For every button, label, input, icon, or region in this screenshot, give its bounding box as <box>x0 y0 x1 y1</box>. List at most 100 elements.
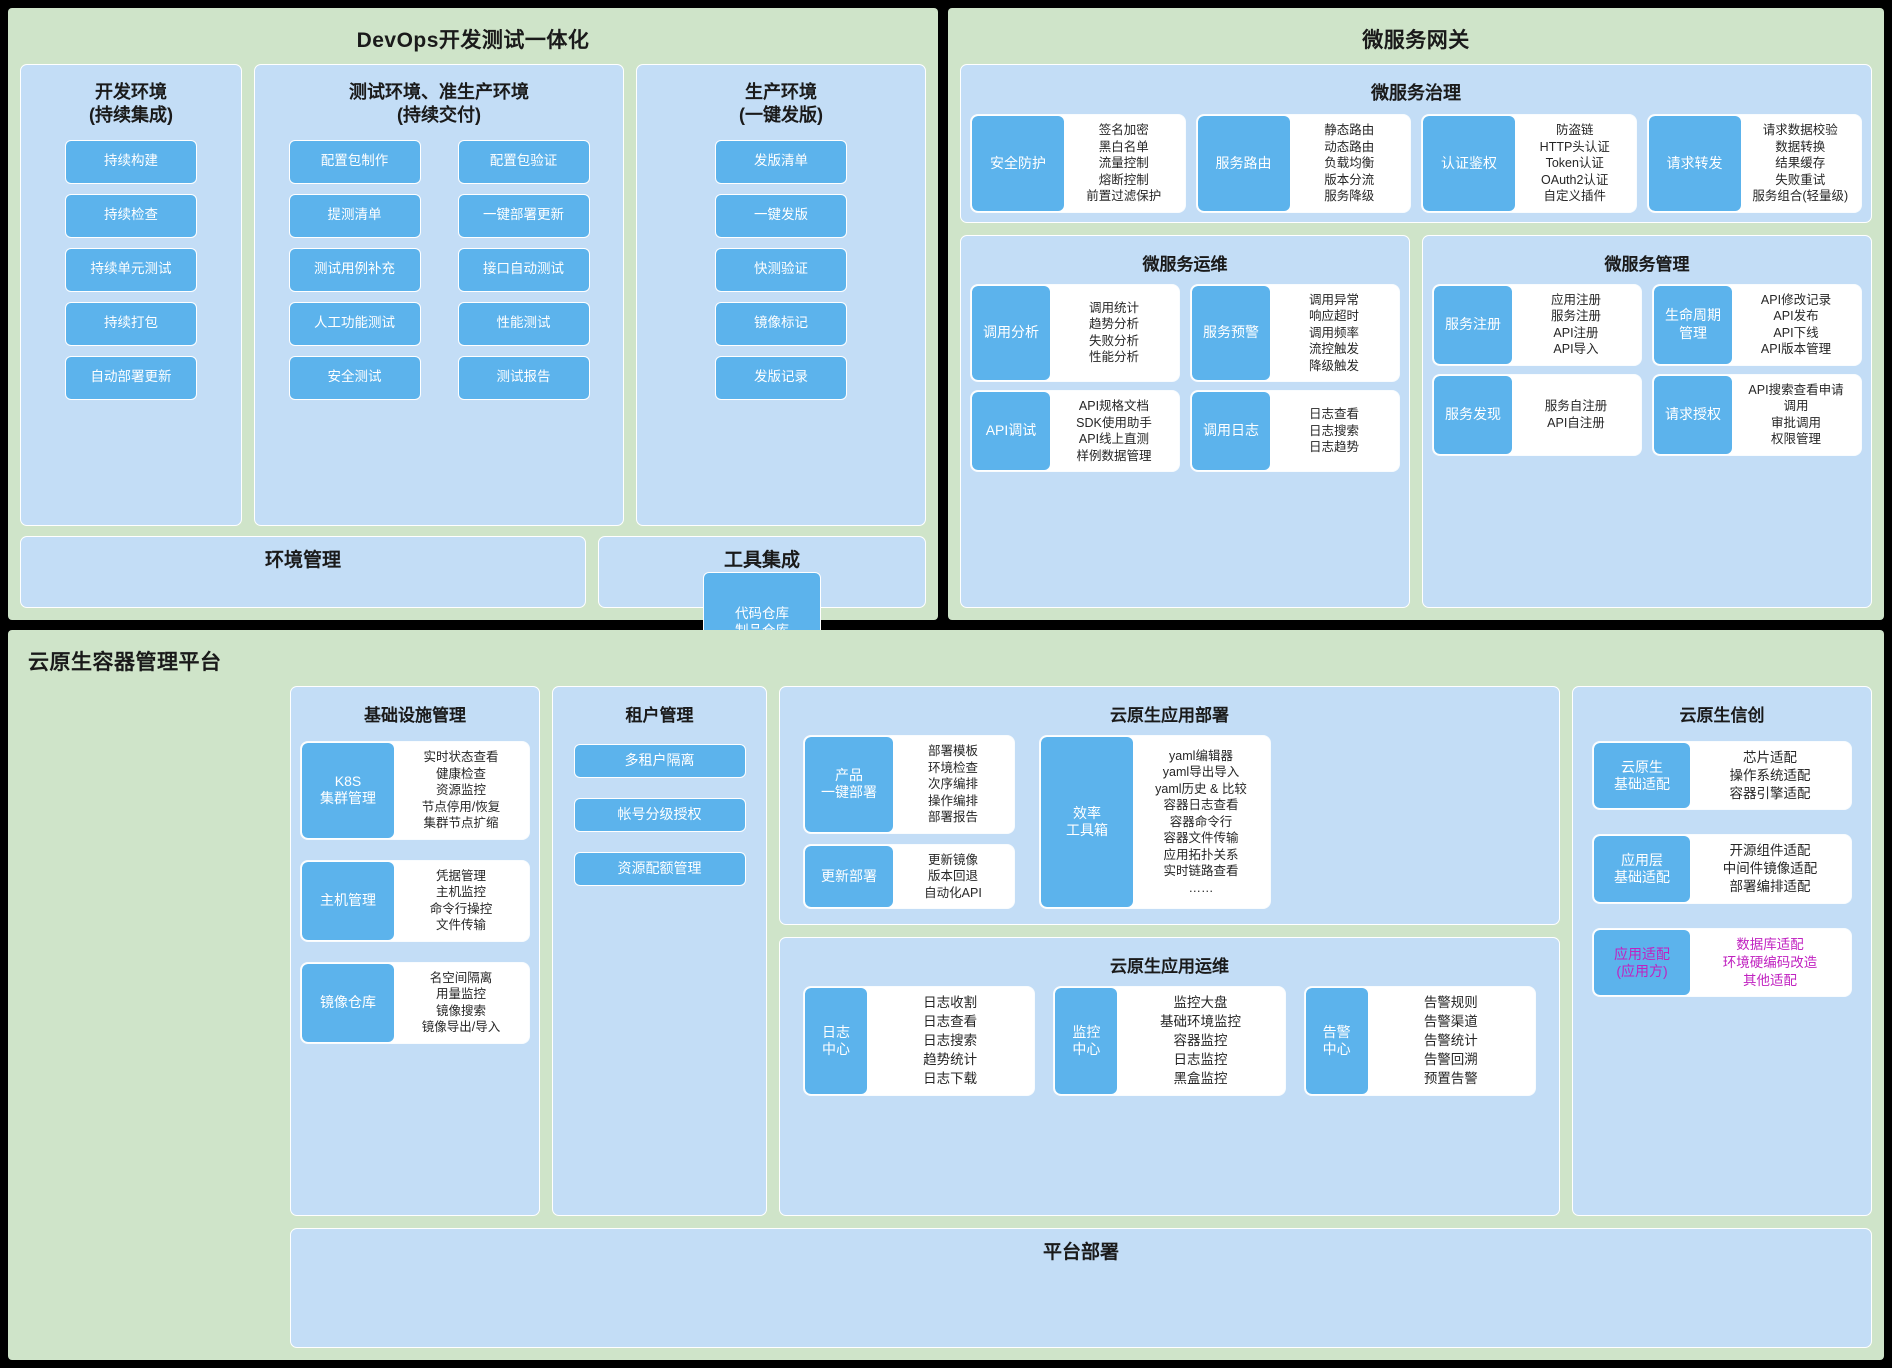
feature-k8s-cluster-management[interactable]: K8S 集群管理 实时状态查看 健康检查 资源监控 节点停用/恢复 集群节点扩缩 <box>301 742 529 839</box>
environment-management-label: 环境管理 <box>264 550 341 571</box>
app-deploy-items: 产品 一键部署 部署模板 环境检查 次序编排 操作编排 部署报告 更新部署 更新… <box>790 736 1549 914</box>
ops-title: 微服务运维 <box>1142 254 1228 274</box>
feature-service-register[interactable]: 服务注册 应用注册 服务注册 API注册 API导入 <box>1433 284 1641 365</box>
feature-service-routing[interactable]: 服务路由 静态路由 动态路由 负载均衡 版本分流 服务降级 <box>1196 115 1410 212</box>
feature-cloud-native-base-adaptation[interactable]: 云原生 基础适配 芯片适配 操作系统适配 容器引擎适配 <box>1593 742 1851 810</box>
governance-items: 安全防护 签名加密 黑白名单 流量控制 熔断控制 前置过滤保护 服务路由 静态路… <box>971 115 1861 212</box>
pill-one-click-deploy-update[interactable]: 一键部署更新 <box>457 193 590 238</box>
feature-label: 请求转发 <box>1648 116 1741 211</box>
devops-columns: 开发环境 (持续集成) 持续构建 持续检查 持续单元测试 持续打包 自动部署更新… <box>20 64 926 526</box>
pill-image-tag[interactable]: 镜像标记 <box>715 301 847 346</box>
feature-label: 效率 工具箱 <box>1041 737 1133 907</box>
feature-label: K8S 集群管理 <box>302 743 394 838</box>
pill-manual-function-test[interactable]: 人工功能测试 <box>288 301 421 346</box>
pill-interface-auto-test[interactable]: 接口自动测试 <box>457 247 590 292</box>
pill-performance-test[interactable]: 性能测试 <box>457 301 590 346</box>
devops-panel: DevOps开发测试一体化 开发环境 (持续集成) 持续构建 持续检查 持续单元… <box>8 8 938 823</box>
prod-environment-title: 生产环境 (一键发版) <box>739 82 823 126</box>
pill-continuous-package[interactable]: 持续打包 <box>65 301 197 346</box>
feature-detail: 芯片适配 操作系统适配 容器引擎适配 <box>1690 743 1850 809</box>
feature-image-registry[interactable]: 镜像仓库 名空间隔离 用量监控 镜像搜索 镜像导出/导入 <box>301 962 529 1043</box>
platform-deploy-box: 平台部署 一键体检 CPU/内存容量 磁盘容量/性能 主机网络性能 操作系统参数… <box>290 1228 1872 1348</box>
feature-app-layer-base-adaptation[interactable]: 应用层 基础适配 开源组件适配 中间件镜像适配 部署编排适配 <box>1593 835 1851 903</box>
cloud-native-xinchuang-box: 云原生信创 云原生 基础适配 芯片适配 操作系统适配 容器引擎适配 应用层 基础… <box>1572 686 1872 1216</box>
cloud-app-deploy-box: 云原生应用部署 产品 一键部署 部署模板 环境检查 次序编排 操作编排 部署报告… <box>779 686 1560 925</box>
feature-request-authorization[interactable]: 请求授权 API搜索查看申请 调用 审批调用 权限管理 <box>1653 374 1861 455</box>
ops-items: 调用分析 调用统计 趋势分析 失败分析 性能分析 服务预警 调用异常 响应超时 … <box>971 284 1399 471</box>
feature-label: 安全防护 <box>972 116 1064 211</box>
feature-label: 服务预警 <box>1192 285 1270 380</box>
feature-host-management[interactable]: 主机管理 凭据管理 主机监控 命令行操控 文件传输 <box>301 860 529 941</box>
feature-detail: API修改记录 API发布 API下线 API版本管理 <box>1732 285 1860 364</box>
feature-call-analysis[interactable]: 调用分析 调用统计 趋势分析 失败分析 性能分析 <box>971 284 1179 381</box>
feature-label: 镜像仓库 <box>302 963 394 1042</box>
feature-log-center[interactable]: 日志 中心 日志收割 日志查看 日志搜索 趋势统计 日志下载 <box>804 987 1035 1096</box>
feature-label: API调试 <box>972 392 1050 470</box>
microservice-gateway-panel: 微服务网关 微服务治理 安全防护 签名加密 黑白名单 流量控制 熔断控制 前置过… <box>948 8 1884 620</box>
feature-detail: 日志查看 日志搜索 日志趋势 <box>1270 392 1398 470</box>
microservice-ops-box: 微服务运维 调用分析 调用统计 趋势分析 失败分析 性能分析 服务预警 调用异常… <box>960 234 1410 608</box>
feature-detail: 签名加密 黑白名单 流量控制 熔断控制 前置过滤保护 <box>1064 116 1184 211</box>
feature-label: 生命周期 管理 <box>1654 285 1732 364</box>
pill-test-submit-list[interactable]: 提测清单 <box>288 193 421 238</box>
pill-security-test[interactable]: 安全测试 <box>288 355 421 400</box>
feature-detail: 告警规则 告警渠道 告警统计 告警回溯 预置告警 <box>1367 988 1534 1095</box>
feature-label: 产品 一键部署 <box>805 737 893 832</box>
app-deploy-title: 云原生应用部署 <box>1110 706 1229 725</box>
feature-detail: 请求数据校验 数据转换 结果缓存 失败重试 服务组合(轻量级) <box>1740 116 1860 211</box>
pill-test-case-supplement[interactable]: 测试用例补充 <box>288 247 421 292</box>
infrastructure-items: K8S 集群管理 实时状态查看 健康检查 资源监控 节点停用/恢复 集群节点扩缩… <box>301 736 529 1043</box>
app-ops-items: 日志 中心 日志收割 日志查看 日志搜索 趋势统计 日志下载 监控 中心 监控大… <box>790 987 1549 1103</box>
feature-alert-center[interactable]: 告警 中心 告警规则 告警渠道 告警统计 告警回溯 预置告警 <box>1304 987 1535 1096</box>
feature-label: 主机管理 <box>302 861 394 940</box>
feature-detail: 静态路由 动态路由 负载均衡 版本分流 服务降级 <box>1289 116 1409 211</box>
feature-detail: 凭据管理 主机监控 命令行操控 文件传输 <box>394 861 528 940</box>
feature-update-deploy[interactable]: 更新部署 更新镜像 版本回退 自动化API <box>804 844 1014 908</box>
feature-label: 服务注册 <box>1434 285 1512 364</box>
app-ops-title: 云原生应用运维 <box>1110 957 1229 976</box>
feature-lifecycle-management[interactable]: 生命周期 管理 API修改记录 API发布 API下线 API版本管理 <box>1653 284 1861 365</box>
pill-continuous-unit-test[interactable]: 持续单元测试 <box>65 247 197 292</box>
xinchuang-title: 云原生信创 <box>1679 706 1765 725</box>
tenant-title: 租户管理 <box>625 706 694 725</box>
feature-application-adaptation[interactable]: 应用适配 (应用方) 数据库适配 环境硬编码改造 其他适配 <box>1593 928 1851 997</box>
pill-release-record[interactable]: 发版记录 <box>715 355 847 400</box>
pill-config-package-build[interactable]: 配置包制作 <box>288 139 421 184</box>
feature-label: 调用日志 <box>1192 392 1270 470</box>
gateway-title: 微服务网关 <box>1362 29 1470 52</box>
pill-release-list[interactable]: 发版清单 <box>715 139 847 184</box>
feature-detail: 调用统计 趋势分析 失败分析 性能分析 <box>1050 285 1178 380</box>
cloud-app-ops-box: 云原生应用运维 日志 中心 日志收割 日志查看 日志搜索 趋势统计 日志下载 监… <box>779 937 1560 1216</box>
pill-one-click-release[interactable]: 一键发版 <box>715 193 847 238</box>
pill-test-report[interactable]: 测试报告 <box>457 355 590 400</box>
feature-detail: 调用异常 响应超时 调用频率 流控触发 降级触发 <box>1270 285 1398 380</box>
pill-continuous-build[interactable]: 持续构建 <box>65 139 197 184</box>
pill-continuous-check[interactable]: 持续检查 <box>65 193 197 238</box>
feature-monitoring-center[interactable]: 监控 中心 监控大盘 基础环境监控 容器监控 日志监控 黑盒监控 <box>1054 987 1285 1096</box>
feature-detail: 应用注册 服务注册 API注册 API导入 <box>1512 285 1640 364</box>
feature-label: 监控 中心 <box>1055 988 1118 1095</box>
feature-product-one-click-deploy[interactable]: 产品 一键部署 部署模板 环境检查 次序编排 操作编排 部署报告 <box>804 736 1014 833</box>
feature-call-log[interactable]: 调用日志 日志查看 日志搜索 日志趋势 <box>1191 391 1399 471</box>
feature-authentication[interactable]: 认证鉴权 防盗链 HTTP头认证 Token认证 OAuth2认证 自定义插件 <box>1422 115 1636 212</box>
feature-label: 应用适配 (应用方) <box>1594 929 1690 996</box>
feature-service-discovery[interactable]: 服务发现 服务自注册 API自注册 <box>1433 374 1641 455</box>
feature-request-forwarding[interactable]: 请求转发 请求数据校验 数据转换 结果缓存 失败重试 服务组合(轻量级) <box>1647 115 1861 212</box>
feature-label: 更新部署 <box>805 845 893 907</box>
pill-quick-verify[interactable]: 快测验证 <box>715 247 847 292</box>
pill-auto-deploy-update[interactable]: 自动部署更新 <box>65 355 197 400</box>
feature-efficiency-toolbox[interactable]: 效率 工具箱 yaml编辑器 yaml导出导入 yaml历史 & 比较 容器日志… <box>1040 736 1270 908</box>
platform-deploy-title: 平台部署 <box>1042 1242 1119 1263</box>
feature-detail: 数据库适配 环境硬编码改造 其他适配 <box>1690 929 1850 996</box>
pill-account-tiered-authorization[interactable]: 帐号分级授权 <box>573 798 746 832</box>
feature-detail: 服务自注册 API自注册 <box>1512 375 1640 454</box>
feature-detail: 更新镜像 版本回退 自动化API <box>893 845 1013 907</box>
pill-resource-quota-management[interactable]: 资源配额管理 <box>573 852 746 886</box>
xinchuang-items: 云原生 基础适配 芯片适配 操作系统适配 容器引擎适配 应用层 基础适配 开源组… <box>1583 736 1861 1002</box>
feature-security-protection[interactable]: 安全防护 签名加密 黑白名单 流量控制 熔断控制 前置过滤保护 <box>971 115 1185 212</box>
feature-api-debug[interactable]: API调试 API规格文档 SDK使用助手 API线上直测 样例数据管理 <box>971 391 1179 471</box>
pill-config-package-verify[interactable]: 配置包验证 <box>457 139 590 184</box>
feature-service-alert[interactable]: 服务预警 调用异常 响应超时 调用频率 流控触发 降级触发 <box>1191 284 1399 381</box>
pill-multi-tenant-isolation[interactable]: 多租户隔离 <box>573 744 746 778</box>
feature-label: 请求授权 <box>1654 375 1732 454</box>
